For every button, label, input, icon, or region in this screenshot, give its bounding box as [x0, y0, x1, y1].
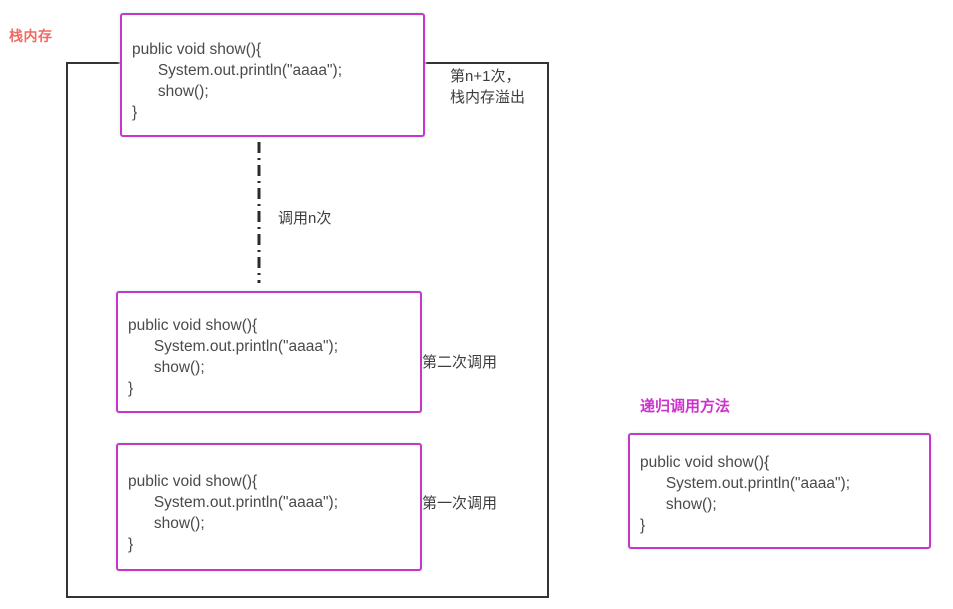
annotation-frame-first-call: 第一次调用 [422, 495, 498, 512]
recursive-method-label: 递归调用方法 [640, 398, 731, 415]
code-text-frame-n-plus-1: public void show(){ System.out.println("… [132, 41, 343, 121]
code-box-frame-first-call: public void show(){ System.out.println("… [116, 443, 422, 571]
stack-memory-label: 栈内存 [9, 28, 53, 44]
code-box-frame-n-plus-1: public void show(){ System.out.println("… [120, 13, 425, 137]
code-text-recursive-method: public void show(){ System.out.println("… [640, 454, 851, 534]
code-box-frame-second-call: public void show(){ System.out.println("… [116, 291, 422, 413]
connector-label: 调用n次 [278, 210, 332, 227]
annotation-frame-second-call: 第二次调用 [422, 354, 498, 371]
recursion-connector-line [257, 142, 261, 283]
annotation-frame-n-plus-1: 第n+1次， 栈内存溢出 [450, 68, 526, 106]
code-box-recursive-method: public void show(){ System.out.println("… [628, 433, 931, 549]
code-text-frame-first-call: public void show(){ System.out.println("… [128, 473, 339, 553]
code-text-frame-second-call: public void show(){ System.out.println("… [128, 317, 339, 397]
